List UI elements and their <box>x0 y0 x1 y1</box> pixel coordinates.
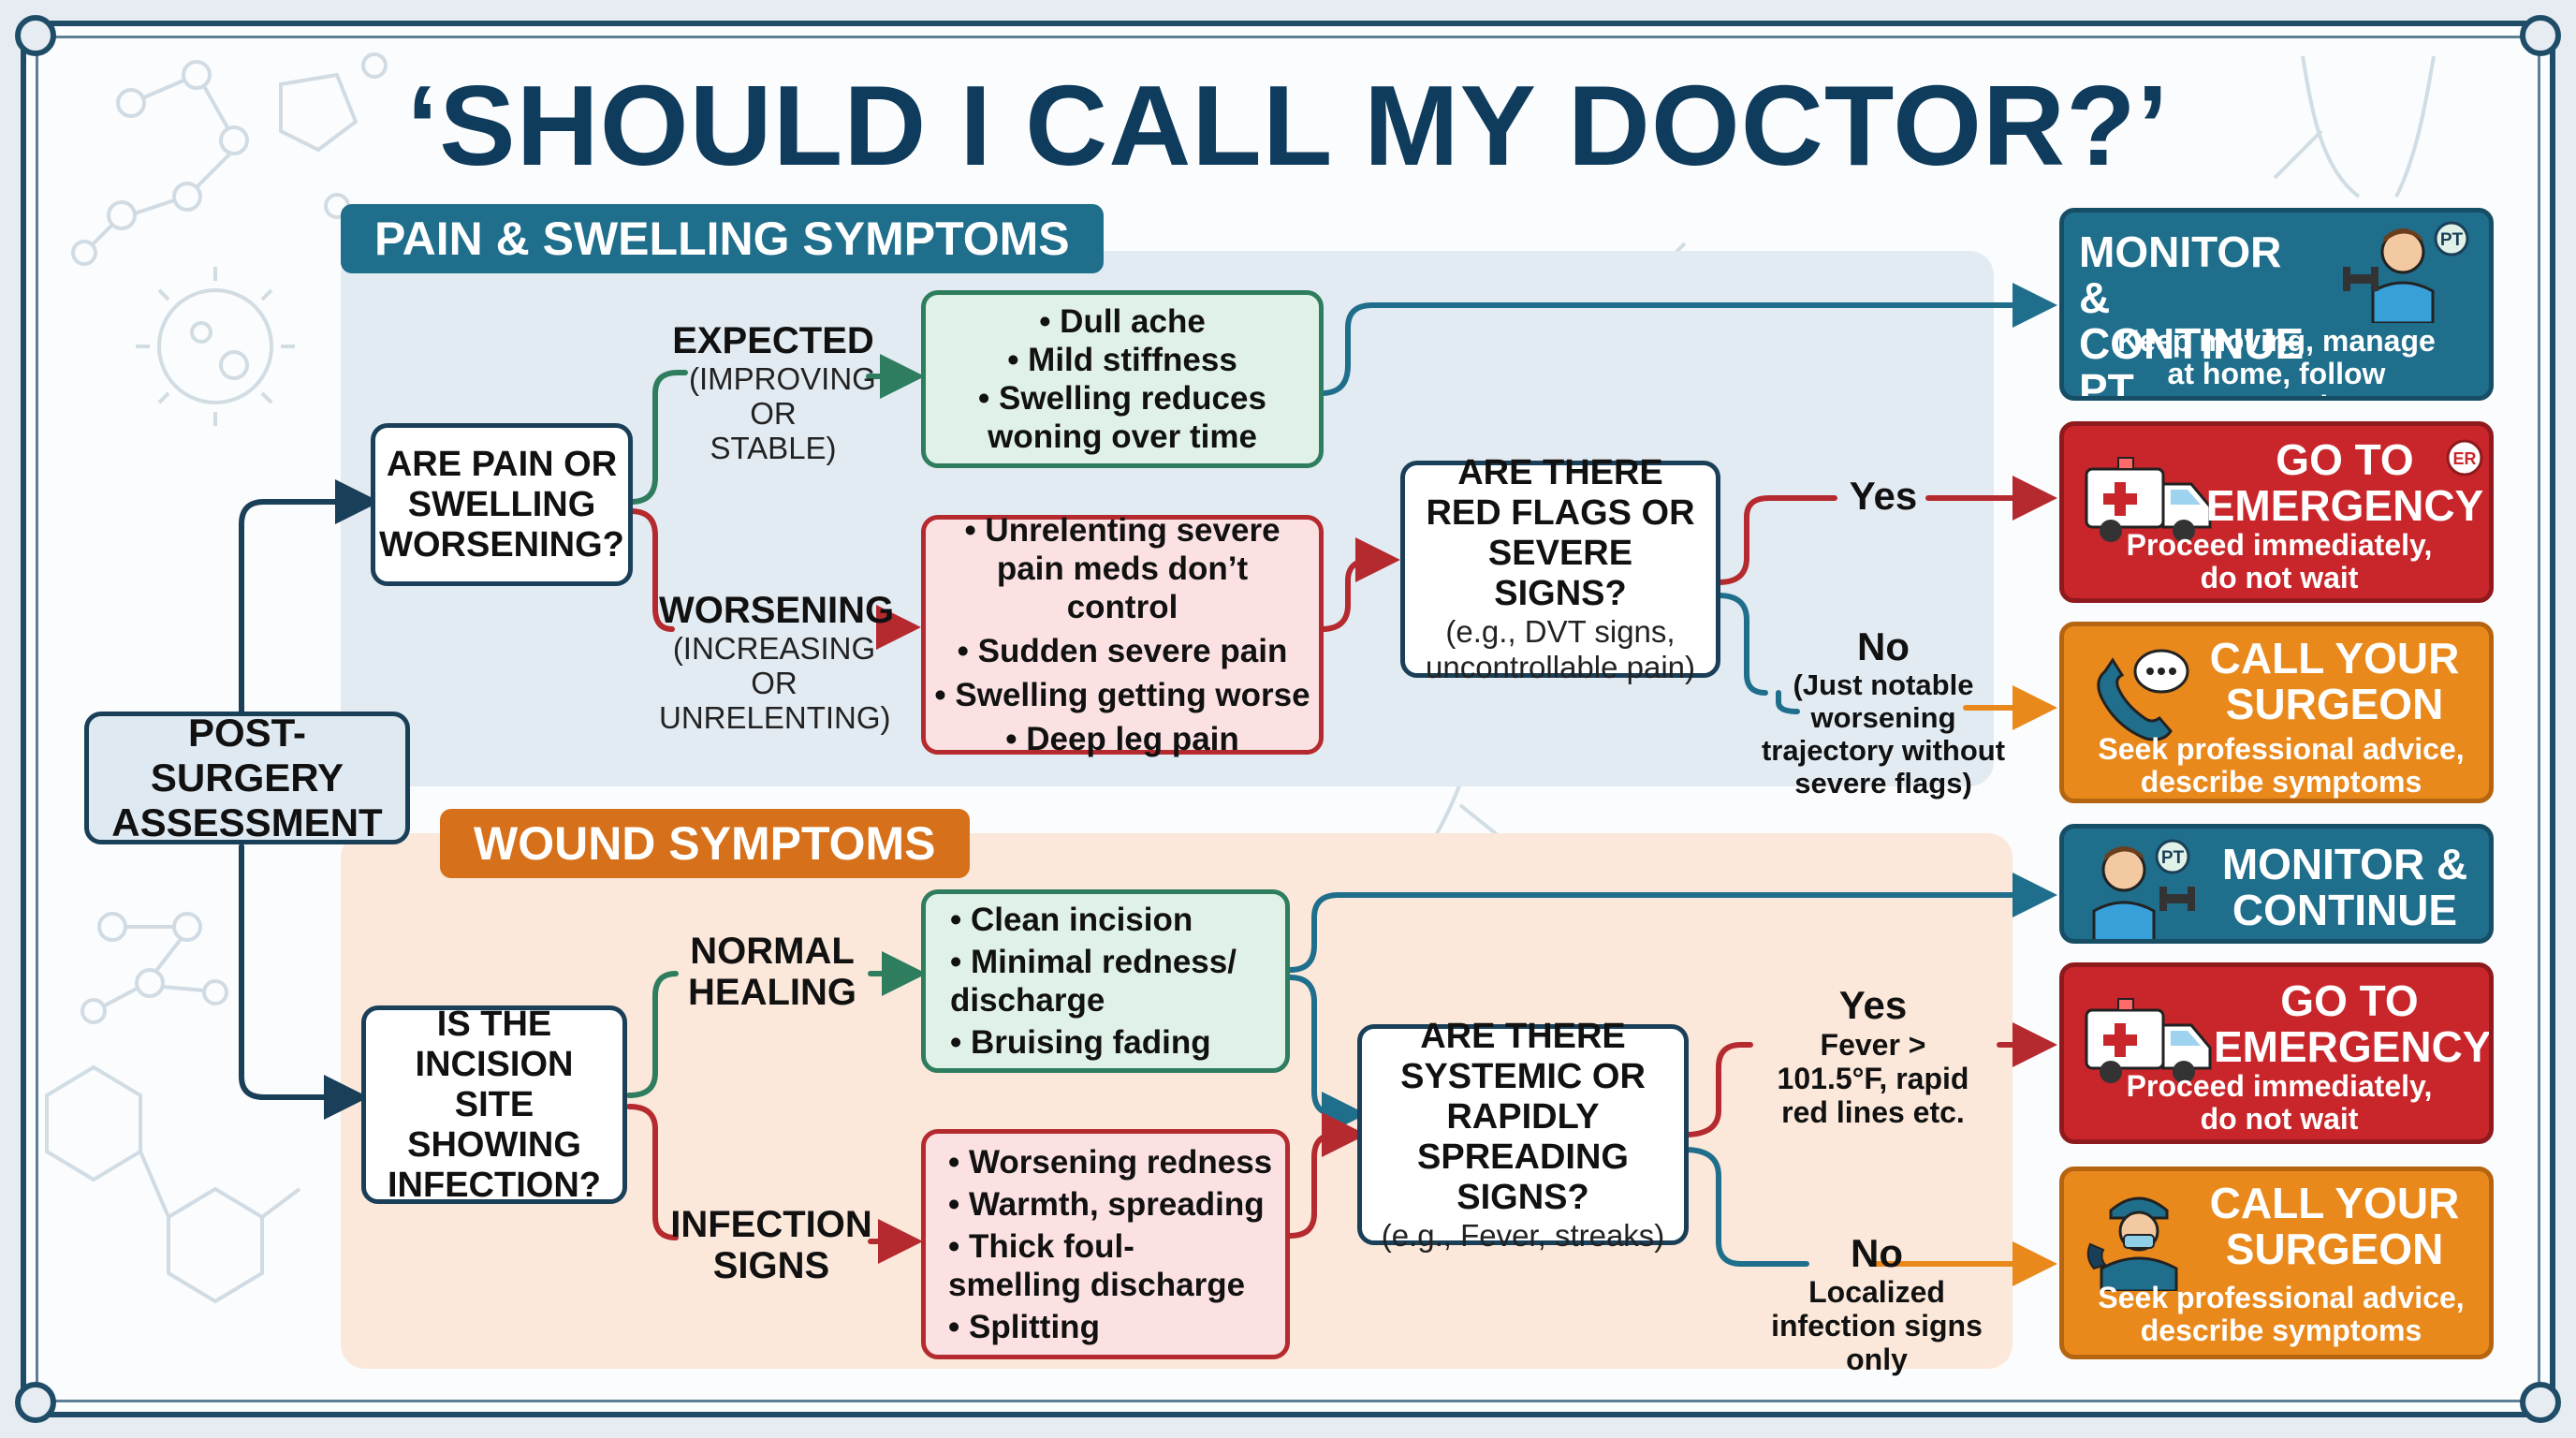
expected-item: • Dull ache <box>1039 303 1206 340</box>
wound-question-box: IS THE INCISION SITE SHOWING INFECTION? <box>361 1004 627 1205</box>
emergency-title: GO TO EMERGENCY <box>2205 435 2484 530</box>
emergency-desc: Proceed immediately, do not wait <box>2126 528 2433 594</box>
wound-no-note: Localized infection signs only <box>1771 1275 1983 1376</box>
outcome-monitor-continue-pt: MONITOR & CONTINUE PT Keep moving, manag… <box>2059 208 2494 401</box>
start-node: POST-SURGERY ASSESSMENT <box>84 711 410 844</box>
wound-section-tag: WOUND SYMPTOMS <box>440 809 970 878</box>
wound-no-label: No <box>1851 1231 1903 1275</box>
frame-corner <box>2520 1382 2561 1423</box>
outcome-call-your-surgeon: CALL YOUR SURGEON Seek professional advi… <box>2059 622 2494 803</box>
page-title: ‘SHOULD I CALL MY DOCTOR?’ <box>406 62 2170 189</box>
pain-no-label-group: No (Just notable worsening trajectory wi… <box>1760 625 2007 800</box>
call-title: CALL YOUR SURGEON <box>2209 1179 2460 1273</box>
call-desc: Seek professional advice, describe sympt… <box>2098 1281 2465 1347</box>
expected-item: • Mild stiffness <box>1007 342 1237 378</box>
infection-item: • Splitting <box>948 1308 1100 1345</box>
expected-item: • Swelling reduces woning over time <box>978 380 1266 455</box>
wound-no-label-group: No Localized infection signs only <box>1743 1231 2011 1377</box>
red-flags-question-text: ARE THERE RED FLAGS OR SEVERE SIGNS? <box>1426 453 1695 613</box>
worsening-note: (INCREASING OR UNRELENTING) <box>659 631 891 735</box>
expected-note: (IMPROVING OR STABLE) <box>689 361 876 465</box>
systemic-question-text: ARE THERE SYSTEMIC OR RAPIDLY SPREADING … <box>1400 1016 1646 1217</box>
systemic-question-box: ARE THERE SYSTEMIC OR RAPIDLY SPREADING … <box>1357 1017 1689 1253</box>
pain-no-note: (Just notable worsening trajectory witho… <box>1761 668 2006 800</box>
worsening-symptoms-box: • Unrelenting severe pain meds don’t con… <box>921 512 1324 757</box>
normal-item: • Clean incision <box>950 902 1193 938</box>
surgeon-phone-icon <box>2086 1196 2178 1291</box>
ambulance-icon <box>2085 457 2212 542</box>
chemical-structure-icon <box>45 912 301 1304</box>
pain-no-label: No <box>1857 624 1910 668</box>
expected-label-group: EXPECTED (IMPROVING OR STABLE) <box>670 320 876 465</box>
emergency-title: GO TO EMERGENCY <box>2214 976 2492 1071</box>
pain-question-box: ARE PAIN OR SWELLING WORSENING? <box>371 423 633 586</box>
monitor-desc: Keep moving, manage at home, follow prot… <box>2117 324 2436 397</box>
wound-yes-label: Yes <box>1838 983 1908 1027</box>
infection-signs-label: INFECTION SIGNS <box>670 1204 872 1286</box>
frame-corner <box>15 1382 56 1423</box>
phone-chat-icon <box>2097 649 2189 741</box>
start-label: POST-SURGERY ASSESSMENT <box>111 711 383 844</box>
er-badge: ER <box>2446 439 2483 477</box>
worsening-label-group: WORSENING (INCREASING OR UNRELENTING) <box>659 590 895 735</box>
wound-yes-label-group: Yes Fever > 101.5°F, rapid red lines etc… <box>1747 983 1999 1129</box>
monitor-title: MONITOR & CONTINUE PT <box>2079 227 2305 401</box>
expected-label: EXPECTED <box>672 320 874 361</box>
emergency-desc: Proceed immediately, do not wait <box>2126 1069 2433 1136</box>
er-badge-text: ER <box>2452 449 2476 468</box>
worsening-item: • Deep leg pain <box>1005 721 1239 757</box>
normal-healing-box: • Clean incision • Minimal redness/ disc… <box>921 889 1290 1073</box>
systemic-note: (e.g., Fever, streaks) <box>1381 1217 1665 1253</box>
normal-item: • Bruising fading <box>950 1024 1211 1061</box>
red-flags-note: (e.g., DVT signs, uncontrollable pain) <box>1425 614 1696 684</box>
normal-item: • Minimal redness/ discharge <box>950 944 1237 1019</box>
frame-corner <box>15 15 56 56</box>
infection-signs-box: • Worsening redness • Warmth, spreading … <box>921 1129 1290 1359</box>
pain-section-tag: PAIN & SWELLING SYMPTOMS <box>341 204 1104 273</box>
molecule-icon <box>71 52 388 266</box>
expected-symptoms-box: • Dull ache • Mild stiffness • Swelling … <box>921 290 1324 468</box>
wound-question-text: IS THE INCISION SITE SHOWING INFECTION? <box>388 1004 601 1205</box>
monitor-badge: PT <box>2161 848 2185 868</box>
worsening-item: • Sudden severe pain <box>957 633 1288 669</box>
normal-healing-label: NORMAL HEALING <box>688 931 856 1013</box>
ambulance-icon <box>2085 998 2212 1083</box>
outcome-monitor-continue-pt-wound: PT MONITOR & CONTINUE PT <box>2059 824 2494 944</box>
dumbbell-person-icon: PT <box>2343 221 2469 323</box>
monitor-title: MONITOR & CONTINUE PT <box>2221 840 2468 940</box>
worsening-item: • Swelling getting worse <box>934 677 1310 713</box>
infection-item: • Worsening redness <box>948 1143 1273 1181</box>
call-desc: Seek professional advice, describe sympt… <box>2098 732 2465 799</box>
infection-item: • Warmth, spreading <box>948 1185 1265 1223</box>
infection-item: • Thick foul-smelling discharge <box>948 1227 1246 1303</box>
pain-yes-label: Yes <box>1849 474 1918 518</box>
frame-corner <box>2520 15 2561 56</box>
dumbbell-person-icon: PT <box>2092 839 2195 939</box>
pain-question-text: ARE PAIN OR SWELLING WORSENING? <box>379 444 624 565</box>
worsening-label: WORSENING <box>659 590 895 631</box>
worsening-item: • Unrelenting severe pain meds don’t con… <box>964 512 1281 625</box>
monitor-badge: PT <box>2440 230 2464 250</box>
outcome-go-to-emergency: GO TO EMERGENCY ER Proceed immediately, … <box>2059 421 2494 603</box>
outcome-call-your-surgeon-wound: CALL YOUR SURGEON Seek professional advi… <box>2059 1167 2494 1359</box>
call-title: CALL YOUR SURGEON <box>2209 634 2460 728</box>
red-flags-question-box: ARE THERE RED FLAGS OR SEVERE SIGNS? (e.… <box>1400 453 1720 684</box>
wound-yes-note: Fever > 101.5°F, rapid red lines etc. <box>1777 1028 1969 1129</box>
outcome-go-to-emergency-wound: GO TO EMERGENCY Proceed immediately, do … <box>2059 962 2494 1144</box>
